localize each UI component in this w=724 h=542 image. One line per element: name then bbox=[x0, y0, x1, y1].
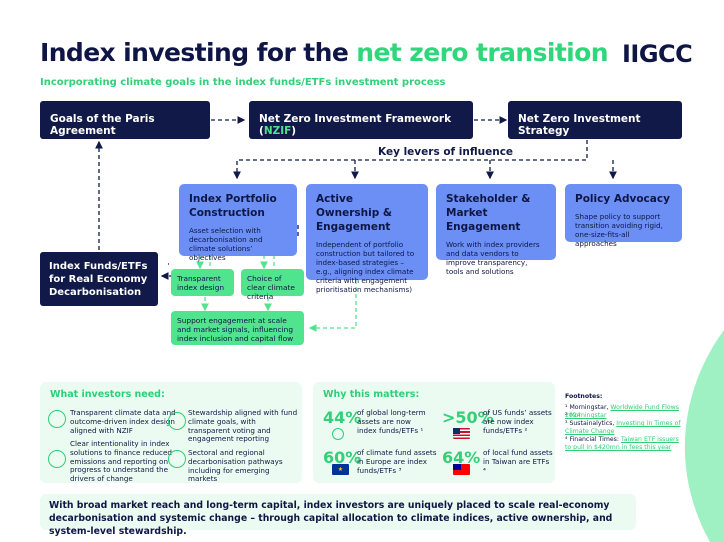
fn-num: ¹ bbox=[565, 404, 568, 411]
footnote-3: ³ Sustainalytics, Investing in Times of … bbox=[565, 420, 695, 436]
why-matters-panel: Why this matters: 44% of global long-ter… bbox=[313, 382, 555, 483]
decorative-wave bbox=[684, 330, 724, 542]
globe-icon bbox=[332, 428, 344, 440]
stat-desc: of global long-term assets are now index… bbox=[357, 408, 426, 435]
matters-heading: Why this matters: bbox=[323, 389, 420, 400]
telescope-icon bbox=[48, 450, 66, 468]
fn-num: ² bbox=[565, 412, 568, 419]
nzif-label: Net Zero Investment Framework (NZIF) bbox=[259, 113, 463, 137]
fn-link[interactable]: Morningstar bbox=[569, 412, 607, 419]
us-flag-icon bbox=[453, 428, 470, 439]
lever-policy-advocacy: Policy Advocacy Shape policy to support … bbox=[565, 184, 682, 248]
footnote-2: ² Morningstar bbox=[565, 412, 695, 420]
footnote-1: ¹ Morningstar, Worldwide Fund Flows 2024 bbox=[565, 404, 695, 420]
need-item: Clear intentionality in index solutions … bbox=[70, 439, 172, 484]
fn-source: Financial Times: bbox=[569, 436, 621, 443]
stat-value: 44% bbox=[323, 408, 362, 427]
stat-desc: of climate fund assets in Europe are ind… bbox=[357, 448, 437, 475]
nzif-prefix: Net Zero Investment Framework ( bbox=[259, 113, 452, 137]
key-levers-label: Key levers of influence bbox=[378, 146, 514, 158]
nzif-box: Net Zero Investment Framework (NZIF) bbox=[249, 101, 473, 139]
goals-label: Goals of the Paris Agreement bbox=[50, 113, 155, 137]
taiwan-flag-icon bbox=[453, 464, 470, 475]
ballot-icon bbox=[168, 412, 186, 430]
lever-title: Stakeholder & Market Engagement bbox=[446, 193, 531, 233]
footnote-4: ⁴ Financial Times: Taiwan ETF issuers to… bbox=[565, 436, 683, 452]
fn-num: ⁴ bbox=[565, 436, 568, 443]
globe-icon bbox=[168, 450, 186, 468]
nzif-suffix: ) bbox=[291, 125, 297, 137]
fn-num: ³ bbox=[565, 420, 568, 427]
lever-desc: Asset selection with decarbonisation and… bbox=[189, 226, 263, 262]
index-funds-box: Index Funds/ETFs for Real Economy Decarb… bbox=[40, 252, 158, 306]
iigcc-logo: IIGCC bbox=[622, 40, 693, 68]
lever-title: Active Ownership & Engagement bbox=[316, 193, 393, 233]
fn-source: Morningstar, bbox=[569, 404, 611, 411]
needs-heading: What investors need: bbox=[50, 389, 165, 400]
footnotes-heading: Footnotes: bbox=[565, 393, 603, 400]
bottom-summary: With broad market reach and long-term ca… bbox=[40, 494, 636, 537]
lever-desc: Independent of portfolio construction bu… bbox=[316, 240, 415, 294]
magnifier-icon bbox=[48, 410, 66, 428]
net-zero-strategy-box: Net Zero Investment Strategy bbox=[508, 101, 682, 139]
title-accent: net zero transition bbox=[356, 38, 608, 67]
index-funds-label: Index Funds/ETFs for Real Economy Decarb… bbox=[49, 261, 148, 298]
page-subtitle: Incorporating climate goals in the index… bbox=[40, 77, 446, 88]
need-item: Transparent climate data and outcome-dri… bbox=[70, 408, 176, 435]
strategy-label: Net Zero Investment Strategy bbox=[518, 113, 641, 137]
title-main: Index investing for the bbox=[40, 38, 357, 67]
need-item: Sectoral and regional decarbonisation pa… bbox=[188, 448, 283, 484]
stat-desc: of local fund assets in Taiwan are ETFs … bbox=[483, 448, 553, 475]
need-item: Stewardship aligned with fund climate go… bbox=[188, 408, 298, 444]
fn-source: Sustainalytics, bbox=[569, 420, 617, 427]
goals-paris-box: Goals of the Paris Agreement bbox=[40, 101, 210, 139]
stat-value: 64% bbox=[442, 448, 481, 467]
stat-desc: of US funds’ assets are now index funds/… bbox=[483, 408, 552, 435]
fn-link[interactable]: Taiwan ETF issuers to pull in $420mn in … bbox=[565, 436, 679, 451]
stat-value: 60% bbox=[323, 448, 362, 467]
eu-flag-icon: ★ bbox=[332, 464, 349, 475]
fn-link[interactable]: Worldwide Fund Flows 2024 bbox=[565, 404, 679, 419]
nzif-acronym: NZIF bbox=[263, 125, 292, 137]
support-engagement-box: Support engagement at scale and market s… bbox=[171, 311, 304, 345]
lever-desc: Shape policy to support transition avoid… bbox=[575, 212, 663, 248]
arrow-strategy-levers bbox=[233, 140, 588, 180]
lever-active-ownership: Active Ownership & Engagement Independen… bbox=[306, 184, 428, 294]
stat-value: >50% bbox=[442, 408, 494, 427]
fn-link[interactable]: Investing in Times of Climate Change bbox=[565, 420, 681, 435]
lever-desc: Work with index providers and data vendo… bbox=[446, 240, 540, 276]
lever-index-portfolio: Index Portfolio Construction Asset selec… bbox=[179, 184, 297, 262]
clear-climate-criteria-box: Choice of clear climate criteria bbox=[241, 269, 304, 301]
lever-title: Policy Advocacy bbox=[575, 193, 670, 205]
lever-stakeholder-engagement: Stakeholder & Market Engagement Work wit… bbox=[436, 184, 556, 276]
transparent-index-design-box: Transparent index design bbox=[171, 269, 234, 296]
lever-title: Index Portfolio Construction bbox=[189, 193, 277, 219]
page-title: Index investing for the net zero transit… bbox=[40, 38, 609, 67]
investors-need-panel: What investors need: Transparent climate… bbox=[40, 382, 302, 483]
